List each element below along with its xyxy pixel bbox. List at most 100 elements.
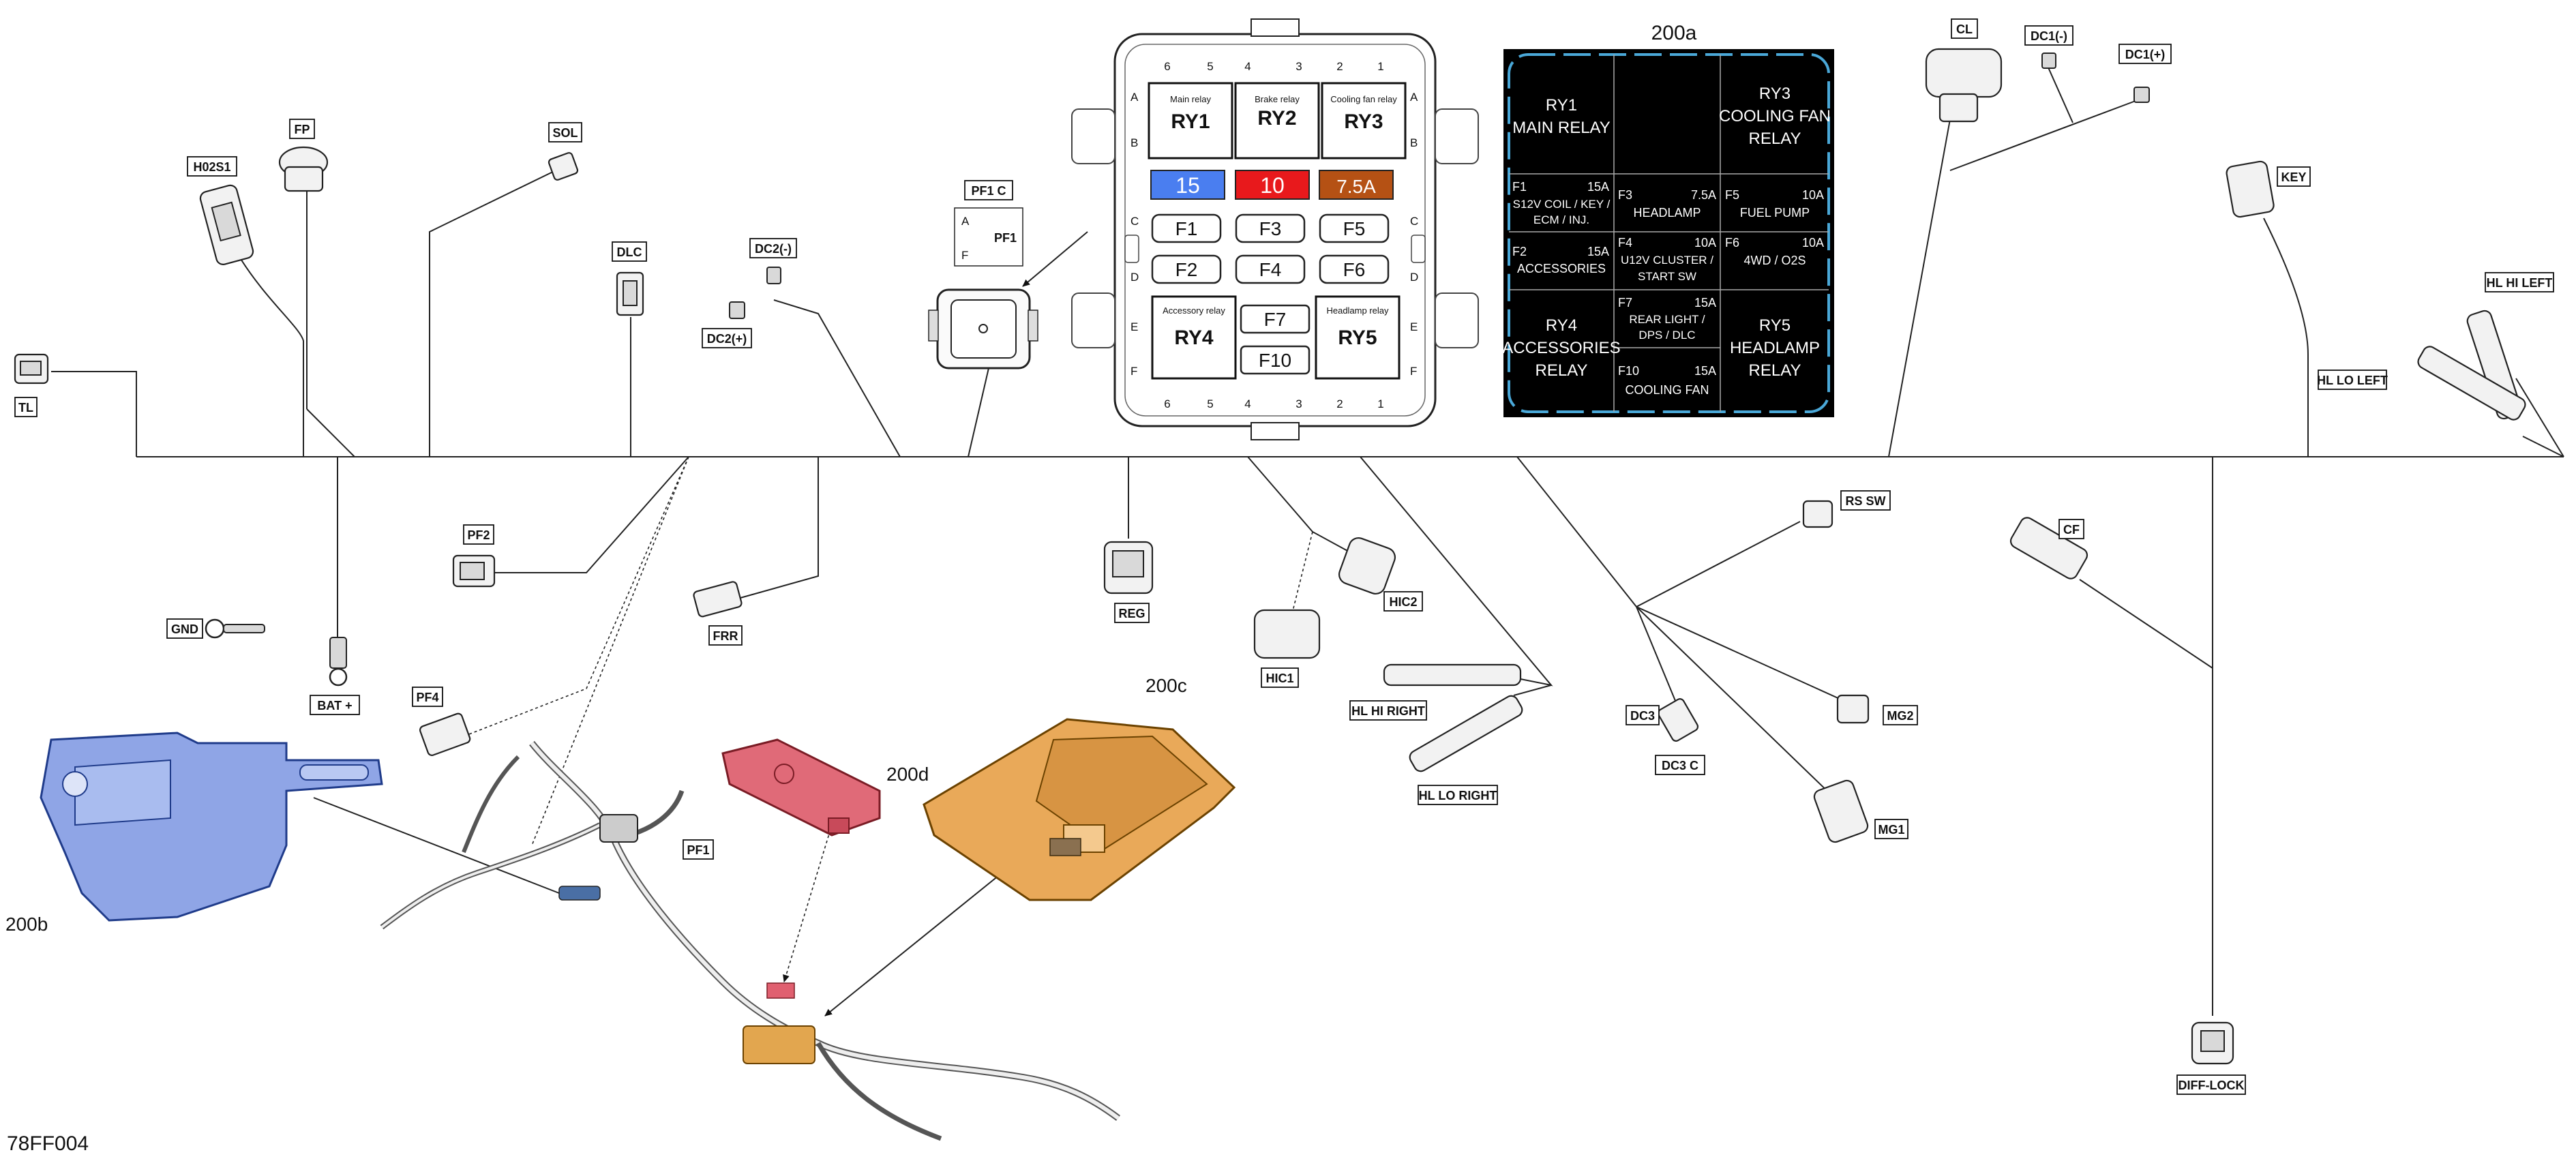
- harness-branches: [51, 61, 2564, 1017]
- cl-connector-icon: [1925, 48, 2003, 123]
- legend-f4-desc1: U12V CLUSTER /: [1621, 254, 1713, 267]
- callout-200d: 200d: [886, 764, 929, 785]
- label-fp-text: FP: [294, 123, 310, 136]
- legend-f6-desc: 4WD / O2S: [1743, 254, 1806, 267]
- row-left-d: D: [1130, 271, 1139, 284]
- label-h02s1-text: H02S1: [193, 160, 230, 174]
- f7-label: F7: [1264, 309, 1287, 330]
- legend-f1-amp: 15A: [1587, 180, 1609, 194]
- fuse-box-rows-left: A B C D E F: [1130, 91, 1139, 378]
- label-rssw-text: RS SW: [1845, 494, 1885, 508]
- label-cl: CL: [1951, 18, 1978, 39]
- fuse-f6: F6: [1319, 254, 1390, 284]
- reg-connector-icon: [1103, 541, 1154, 594]
- legend-f10-desc: COOLING FAN: [1625, 383, 1709, 397]
- col-bottom-6: 6: [1164, 397, 1170, 410]
- f2-label: F2: [1175, 259, 1198, 280]
- key-connector-icon: [2226, 160, 2275, 218]
- label-difflock: DIFF-LOCK: [2176, 1074, 2246, 1095]
- label-mg2: MG2: [1883, 705, 1918, 725]
- row-left-a: A: [1130, 91, 1139, 104]
- label-hic2: HIC2: [1383, 591, 1423, 612]
- pf2-connector-icon: [452, 554, 496, 588]
- dlc-connector-icon: [616, 271, 644, 316]
- label-dc1m: DC1(-): [2024, 25, 2073, 46]
- figure-code: 78FF004: [7, 1132, 89, 1155]
- label-pf1-text: PF1: [687, 843, 709, 857]
- dc1-terminal-icon: [2041, 52, 2150, 103]
- label-batp: BAT +: [310, 695, 360, 715]
- label-hlloright: HL LO RIGHT: [1418, 785, 1498, 805]
- relay-ry3: Cooling fan relay RY3: [1321, 82, 1407, 160]
- f3-label: F3: [1259, 218, 1282, 239]
- legend-ry3-line1: RY3: [1759, 85, 1791, 103]
- label-pf1: PF1: [683, 839, 714, 860]
- fuse-f5: F5: [1319, 213, 1390, 243]
- pf4-connector-icon: [419, 712, 471, 756]
- label-key: KEY: [2277, 166, 2311, 187]
- fuse-box-cover-200d-illustration: [721, 738, 881, 837]
- label-tl: TL: [14, 397, 38, 417]
- label-hlloleft: HL LO LEFT: [2317, 370, 2388, 390]
- label-dc3c: DC3 C: [1655, 755, 1705, 775]
- ry3-label: RY3: [1344, 110, 1383, 133]
- fuse-blue-rating: 15: [1175, 173, 1200, 198]
- label-pf2-text: PF2: [467, 528, 490, 542]
- pf1-detail-name: PF1: [994, 231, 1017, 245]
- legend-ry1-line1: RY1: [1546, 96, 1577, 115]
- col-bottom-2: 2: [1336, 397, 1343, 410]
- col-top-6: 6: [1164, 60, 1170, 73]
- legend-f7-desc1: REAR LIGHT /: [1629, 313, 1705, 326]
- label-dc3c-text: DC3 C: [1662, 759, 1698, 772]
- label-pf1c: PF1 C: [964, 180, 1013, 200]
- label-dc3-text: DC3: [1630, 709, 1655, 723]
- pf1-pin-f: F: [961, 249, 968, 262]
- label-pf2: PF2: [463, 524, 494, 545]
- f5-label: F5: [1343, 218, 1366, 239]
- fuse-f2: F2: [1151, 254, 1222, 284]
- bat-ring-terminal-icon: [329, 637, 348, 687]
- ry4-label: RY4: [1174, 327, 1214, 349]
- label-frr-text: FRR: [713, 629, 738, 643]
- legend-f5-desc: FUEL PUMP: [1740, 206, 1810, 220]
- fuse-legend-200a: 200a RY1 MAIN RELAY RY3 COOLING FAN RELA…: [1502, 22, 1834, 417]
- label-dlc: DLC: [612, 241, 647, 262]
- label-hlhileft: HL HI LEFT: [2485, 272, 2554, 292]
- diff-lock-connector-icon: [2191, 1021, 2234, 1065]
- row-right-c: C: [1410, 215, 1418, 228]
- legend-f3-id: F3: [1618, 188, 1632, 202]
- fuse-f4: F4: [1235, 254, 1306, 284]
- label-fp: FP: [289, 119, 315, 139]
- label-gnd-text: GND: [171, 622, 198, 636]
- relay-ry1: Main relay RY1: [1148, 82, 1233, 160]
- ry5-label: RY5: [1338, 327, 1377, 349]
- legend-f7-desc2: DPS / DLC: [1638, 329, 1695, 342]
- fuse-box-rows-right: A B C D E F: [1410, 91, 1418, 378]
- ry1-caption: Main relay: [1170, 94, 1211, 104]
- label-hlhiright-text: HL HI RIGHT: [1351, 704, 1425, 718]
- label-hic1-text: HIC1: [1265, 672, 1293, 685]
- label-dc2p-text: DC2(+): [707, 332, 747, 346]
- label-frr: FRR: [708, 625, 743, 646]
- legend-ry4-line2: ACCESSORIES: [1502, 339, 1620, 357]
- label-hic2-text: HIC2: [1389, 595, 1417, 609]
- connector-icons: [14, 48, 2526, 1065]
- f1-label: F1: [1175, 218, 1198, 239]
- pf1-connector-detail: A F PF1: [928, 207, 1038, 370]
- gnd-ring-terminal-icon: [205, 618, 265, 639]
- label-difflock-text: DIFF-LOCK: [2178, 1079, 2245, 1092]
- label-hlhileft-text: HL HI LEFT: [2487, 276, 2553, 290]
- legend-f2-amp: 15A: [1587, 245, 1609, 258]
- sol-connector-icon: [548, 152, 579, 181]
- h02s1-connector-icon: [199, 184, 254, 265]
- col-bottom-1: 1: [1377, 397, 1383, 410]
- mg2-connector-icon: [1836, 694, 1870, 724]
- legend-ry5-line3: RELAY: [1749, 361, 1801, 380]
- fp-connector-icon: [278, 146, 329, 192]
- connector-labels: TL H02S1 FP SOL DLC DC2(-) DC2(+) PF1 C …: [14, 18, 2554, 1095]
- label-mg2-text: MG2: [1887, 709, 1913, 723]
- label-reg-text: REG: [1118, 607, 1145, 620]
- fuse-f3: F3: [1235, 213, 1306, 243]
- callout-200b: 200b: [5, 914, 48, 935]
